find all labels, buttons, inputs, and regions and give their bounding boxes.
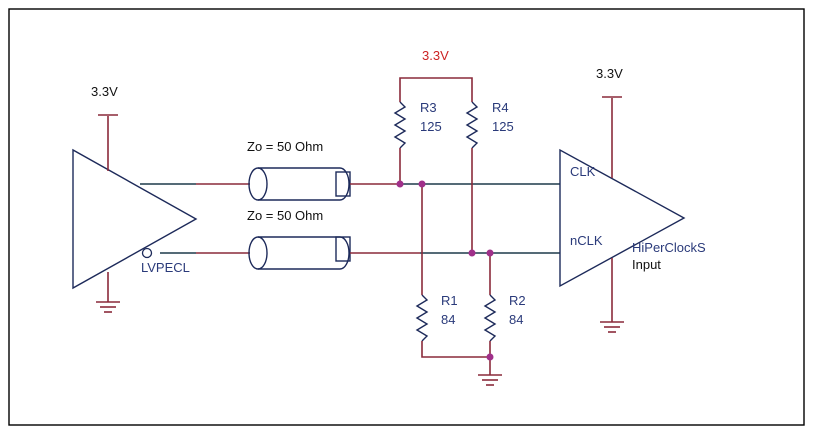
r1-resistor <box>415 294 429 342</box>
tline-bottom-coax <box>248 236 351 270</box>
termination-ground-icon <box>478 374 502 386</box>
lvpecl-driver <box>72 114 198 313</box>
tline-bottom-label: Zo = 50 Ohm <box>247 208 323 223</box>
driver-triangle <box>72 148 198 290</box>
receiver-sub-label: Input <box>632 257 661 272</box>
diagram-frame <box>8 8 805 426</box>
junction-dot <box>396 180 404 188</box>
pullup-supply-rail <box>399 77 473 92</box>
r2-ref-label: R2 <box>509 293 526 308</box>
r3-ref-label: R3 <box>420 100 437 115</box>
r1-ref-label: R1 <box>441 293 458 308</box>
junction-dot <box>468 249 476 257</box>
r3-value-label: 125 <box>420 119 442 134</box>
r4-value-label: 125 <box>492 119 514 134</box>
receiver-triangle <box>559 148 686 288</box>
driver-supply-label: 3.3V <box>91 84 118 99</box>
driver-name-label: LVPECL <box>141 260 190 275</box>
r1-value-label: 84 <box>441 312 455 327</box>
pullup-supply-label: 3.3V <box>422 48 449 63</box>
r2-resistor <box>483 294 497 342</box>
receiver-supply-label: 3.3V <box>596 66 623 81</box>
r4-ref-label: R4 <box>492 100 509 115</box>
receiver-nclk-pin-label: nCLK <box>570 233 603 248</box>
driver-inversion-bubble <box>141 247 153 259</box>
hiperclocks-receiver <box>559 96 686 333</box>
r3-resistor <box>393 101 407 149</box>
receiver-name-label: HiPerClockS <box>632 240 706 255</box>
receiver-ground-icon <box>600 321 624 333</box>
r4-resistor <box>465 101 479 149</box>
r2-value-label: 84 <box>509 312 523 327</box>
junction-dot <box>486 353 494 361</box>
junction-dot <box>418 180 426 188</box>
tline-top-label: Zo = 50 Ohm <box>247 139 323 154</box>
tline-top-coax <box>248 167 351 201</box>
junction-dot <box>486 249 494 257</box>
driver-ground-icon <box>96 301 120 313</box>
receiver-clk-pin-label: CLK <box>570 164 596 179</box>
